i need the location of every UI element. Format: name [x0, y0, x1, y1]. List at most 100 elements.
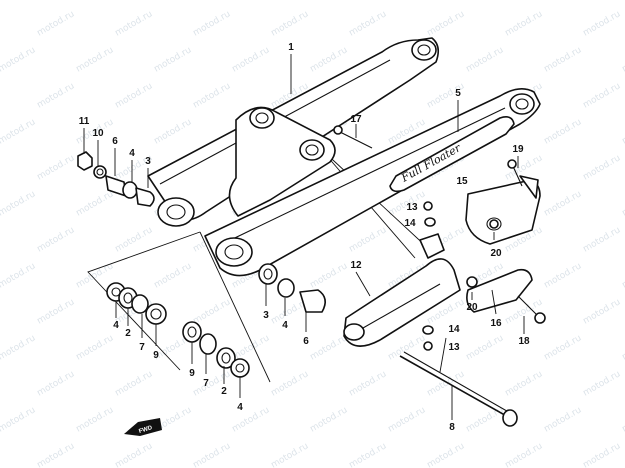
callout-13: 13	[406, 202, 418, 213]
callout-8: 8	[449, 422, 455, 433]
callout-4: 4	[237, 402, 243, 413]
watermark-text: motod.ru	[153, 0, 194, 3]
watermark-text: motod.ru	[0, 333, 37, 362]
lower-centre-washers	[182, 321, 250, 378]
callout-5: 5	[455, 88, 461, 99]
callout-16: 16	[490, 318, 502, 329]
watermark-text: motod.ru	[192, 9, 233, 38]
watermark-text: motod.ru	[270, 9, 311, 38]
callout-18: 18	[518, 336, 530, 347]
watermark-text: motod.ru	[348, 441, 389, 468]
watermark-text: motod.ru	[621, 0, 625, 3]
watermark-text: motod.ru	[387, 0, 428, 3]
lower-left-washers	[106, 282, 167, 325]
watermark-text: motod.ru	[0, 405, 37, 434]
watermark-text: motod.ru	[465, 45, 506, 74]
callout-20: 20	[490, 248, 502, 259]
watermark-text: motod.ru	[75, 0, 116, 3]
left-pivot-parts	[77, 151, 155, 207]
watermark-text: motod.ru	[543, 45, 584, 74]
watermark-text: motod.ru	[36, 9, 77, 38]
watermark-text: motod.ru	[543, 189, 584, 218]
watermark-text: motod.ru	[504, 441, 545, 468]
watermark-text: motod.ru	[465, 333, 506, 362]
callout-7: 7	[139, 342, 145, 353]
callout-2: 2	[221, 386, 227, 397]
watermark-text: motod.ru	[426, 9, 467, 38]
callout-20: 20	[466, 302, 478, 313]
watermark-text: motod.ru	[114, 369, 155, 398]
watermark-text: motod.ru	[153, 117, 194, 146]
watermark-text: motod.ru	[621, 261, 625, 290]
watermark-text: motod.ru	[75, 45, 116, 74]
swingarm	[147, 37, 541, 277]
callout-9: 9	[189, 368, 195, 379]
callout-13: 13	[448, 342, 460, 353]
callout-4: 4	[113, 320, 119, 331]
watermark-text: motod.ru	[309, 0, 350, 3]
watermark-text: motod.ru	[0, 0, 37, 3]
watermark-text: motod.ru	[0, 117, 37, 146]
watermark-text: motod.ru	[426, 441, 467, 468]
watermark-text: motod.ru	[621, 45, 625, 74]
callout-leaders	[83, 54, 525, 420]
callout-6: 6	[303, 336, 309, 347]
watermark-text: motod.ru	[621, 189, 625, 218]
front-arrow-label: FWD	[138, 425, 153, 435]
cushion-rod	[466, 268, 533, 313]
watermark-text: motod.ru	[348, 369, 389, 398]
callout-14: 14	[404, 218, 416, 229]
watermark-text: motod.ru	[36, 225, 77, 254]
watermark-text: motod.ru	[504, 9, 545, 38]
watermark-text: motod.ru	[543, 117, 584, 146]
watermark-text: motod.ru	[0, 261, 37, 290]
watermark-text: motod.ru	[36, 81, 77, 110]
callout-2: 2	[125, 328, 131, 339]
watermark-text: motod.ru	[621, 405, 625, 434]
callout-4: 4	[282, 320, 288, 331]
bolts	[333, 125, 546, 427]
callout-10: 10	[92, 128, 104, 139]
cushion-lever	[343, 233, 461, 347]
watermark-text: motod.ru	[582, 225, 623, 254]
callout-19: 19	[512, 144, 524, 155]
watermark-text: motod.ru	[543, 333, 584, 362]
watermark-text: motod.ru	[465, 0, 506, 3]
callout-1: 1	[288, 42, 294, 53]
watermark-text: motod.ru	[387, 333, 428, 362]
watermark-text: motod.ru	[75, 333, 116, 362]
watermark-text: motod.ru	[309, 45, 350, 74]
watermark-text: motod.ru	[582, 441, 623, 468]
watermark-text: motod.ru	[36, 297, 77, 326]
watermark-text: motod.ru	[0, 45, 37, 74]
watermark-text: motod.ru	[270, 369, 311, 398]
callout-7: 7	[203, 378, 209, 389]
callout-labels: 1 2 2 3 3 4 4 4 4 5 6 6 7 7 8 9 9 10 11 …	[79, 42, 530, 433]
callout-3: 3	[145, 156, 151, 167]
watermark-text: motod.ru	[231, 0, 272, 3]
watermark-text: motod.ru	[0, 189, 37, 218]
watermark-text: motod.ru	[543, 261, 584, 290]
watermark-text: motod.ru	[582, 297, 623, 326]
watermark-text: motod.ru	[543, 0, 584, 3]
watermark-text: motod.ru	[387, 405, 428, 434]
watermark-text: motod.ru	[114, 441, 155, 468]
watermark-text: motod.ru	[114, 81, 155, 110]
watermark-text: motod.ru	[582, 153, 623, 182]
watermark-text: motod.ru	[582, 369, 623, 398]
watermark-text: motod.ru	[153, 261, 194, 290]
callout-15: 15	[456, 176, 468, 187]
callout-11: 11	[79, 116, 90, 127]
watermark-text: motod.ru	[309, 405, 350, 434]
callout-6: 6	[112, 136, 118, 147]
watermark-text: motod.ru	[621, 117, 625, 146]
watermark-text: motod.ru	[36, 369, 77, 398]
right-bearing-parts	[258, 263, 326, 313]
watermark-text: motod.ru	[270, 441, 311, 468]
watermark-text: motod.ru	[192, 297, 233, 326]
cushion-bracket	[465, 175, 541, 245]
callout-12: 12	[350, 260, 362, 271]
watermark-text: motod.ru	[309, 333, 350, 362]
watermark-text: motod.ru	[192, 441, 233, 468]
